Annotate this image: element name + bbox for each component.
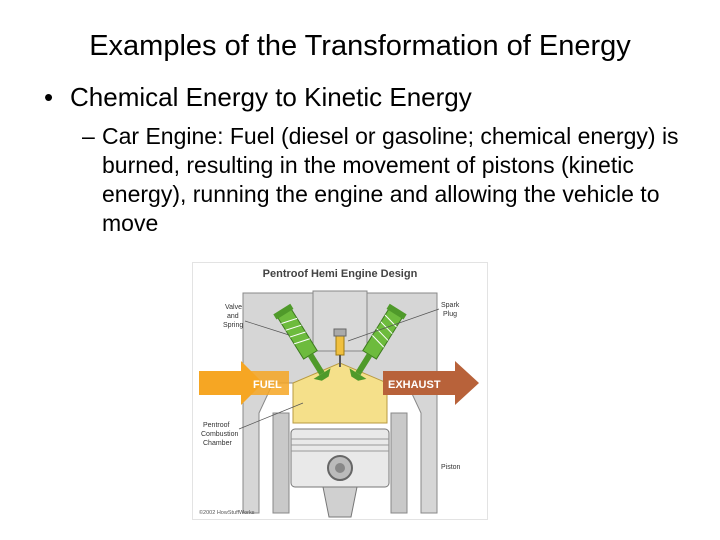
exhaust-arrow xyxy=(383,361,479,405)
fuel-label: FUEL xyxy=(253,379,282,391)
valve-label-line2: and xyxy=(227,313,239,320)
valve-label-line1: Valve xyxy=(225,304,242,311)
spark-plug xyxy=(333,328,347,367)
spark-label-line2: Plug xyxy=(443,311,457,318)
chamber-label-line1: Pentroof xyxy=(203,422,230,429)
piston-label: Piston xyxy=(441,464,461,471)
chamber-label-line2: Combustion xyxy=(201,431,238,438)
connecting-rod xyxy=(322,486,358,518)
bullet-marker: • xyxy=(44,82,54,112)
sub-bullet-item: – Car Engine: Fuel (diesel or gasoline; … xyxy=(82,122,682,238)
spark-callout-line xyxy=(347,308,440,342)
intake-valve-spring xyxy=(273,303,331,381)
bullet-item: • Chemical Energy to Kinetic Energy xyxy=(44,80,472,114)
valve-callout-line xyxy=(244,320,290,336)
valve-label-line3: Spring xyxy=(223,322,243,329)
slide-title: Examples of the Transformation of Energy xyxy=(89,30,631,62)
chamber-callout-line xyxy=(238,402,304,430)
cylinder-wall-right xyxy=(390,412,408,514)
exhaust-label: EXHAUST xyxy=(388,379,441,391)
spark-label-line1: Spark xyxy=(441,302,460,309)
chamber-label-line3: Chamber xyxy=(203,440,232,447)
engine-illustration: Pentroof Hemi Engine Design FUEL EXHAUST xyxy=(199,268,479,518)
bullet-text: Chemical Energy to Kinetic Energy xyxy=(70,82,472,112)
exhaust-valve-spring xyxy=(349,303,407,381)
sub-bullet-text: Car Engine: Fuel (diesel or gasoline; ch… xyxy=(102,123,679,236)
copyright-text: ©2002 HowStuffWorks xyxy=(199,509,255,516)
diagram-title: Pentroof Hemi Engine Design xyxy=(263,268,418,280)
sub-bullet-marker: – xyxy=(82,123,95,149)
engine-diagram: Pentroof Hemi Engine Design FUEL EXHAUST xyxy=(192,262,488,520)
cylinder-wall-left xyxy=(272,412,290,514)
